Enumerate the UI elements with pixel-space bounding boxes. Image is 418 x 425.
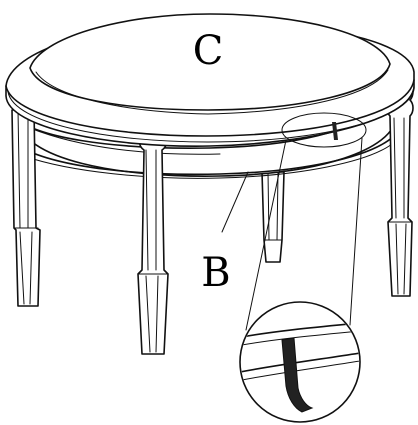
label-b: B (201, 250, 230, 296)
strap-callout-area (281, 112, 367, 148)
strap-detail-icon (281, 337, 314, 413)
front-left-leg (11, 109, 41, 307)
label-c: C (193, 28, 224, 74)
callout-ellipse (281, 112, 367, 148)
callout-line-right (349, 137, 363, 326)
leader-line-b (221, 171, 249, 233)
tabletop (5, 13, 415, 147)
strap-icon (332, 122, 338, 140)
callout-line-left (245, 139, 287, 331)
back-right-leg (261, 171, 285, 263)
detail-magnifier (239, 301, 361, 423)
